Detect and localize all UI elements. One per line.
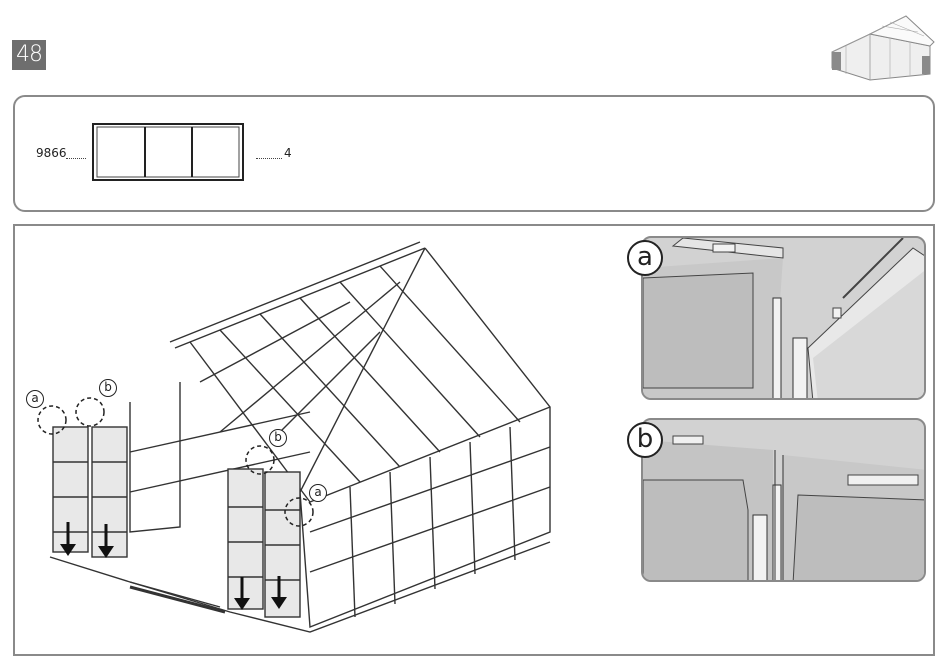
detail-a-panel [641,236,926,400]
part-code-leader [66,158,86,159]
callout-a-right: a [309,484,327,502]
part-quantity: 4 [284,146,292,160]
detail-b-panel [641,418,926,582]
greenhouse-assembly-illustration [20,232,620,652]
detail-b-badge: b [627,422,663,458]
greenhouse-thumbnail-icon [826,12,938,82]
part-code: 9866 [36,146,67,160]
detail-a-badge: a [627,240,663,276]
panel-joint-detail-a [643,238,926,400]
page-number: 48 [12,40,46,70]
callout-b-right: b [269,429,287,447]
wall-panel-part-image [92,123,244,181]
callout-a-left: a [26,390,44,408]
callout-b-left: b [99,379,117,397]
panel-joint-detail-b [643,420,926,582]
part-qty-leader [256,158,282,159]
